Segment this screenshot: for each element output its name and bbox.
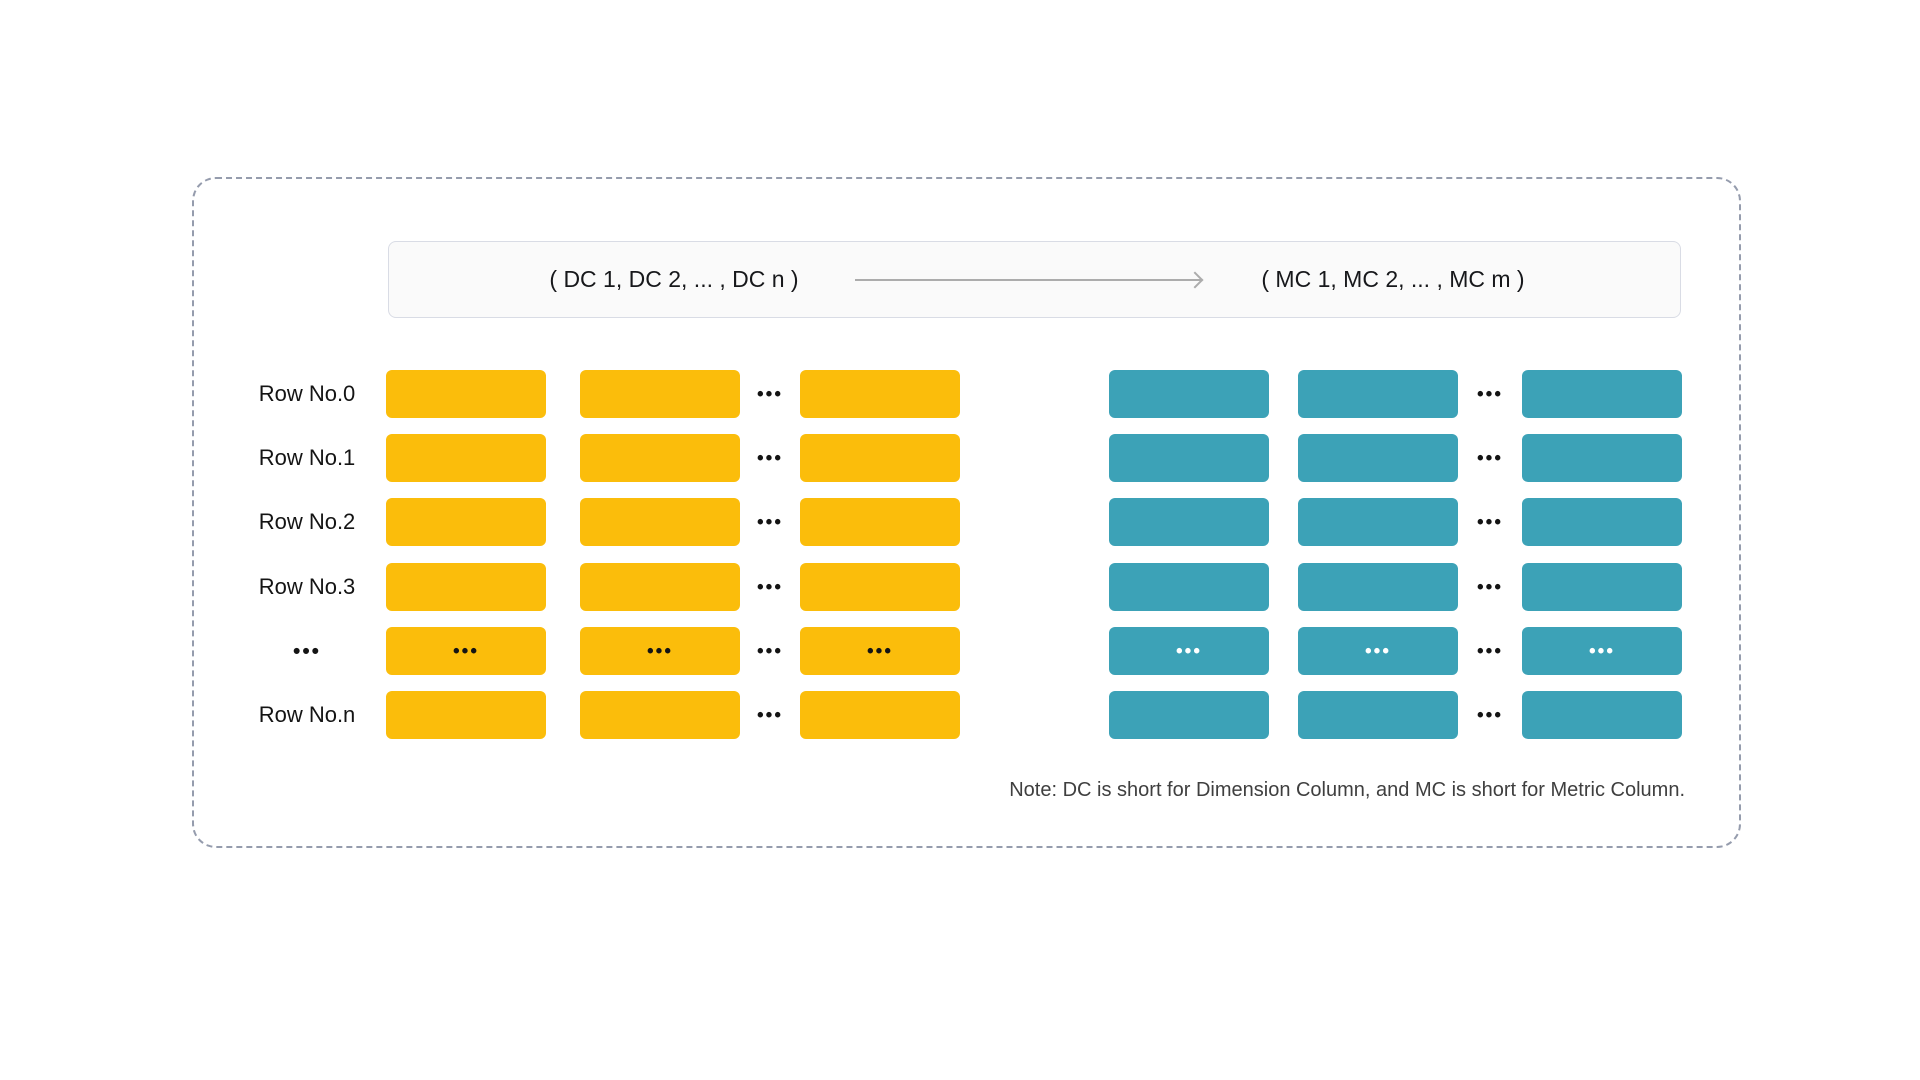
ellipsis-icon: ••• <box>1477 447 1503 469</box>
cell-ellipsis-icon: ••• <box>867 640 893 662</box>
dimension-cell <box>580 498 740 546</box>
cell-ellipsis-icon: ••• <box>1365 640 1391 662</box>
dc-to-mc-arrow-icon <box>855 279 1201 281</box>
note-text: Note: DC is short for Dimension Column, … <box>1009 779 1685 801</box>
ellipsis-icon: ••• <box>1477 383 1503 405</box>
metric-cell <box>1109 498 1269 546</box>
table-row: Row No.n ••• ••• <box>194 691 1739 739</box>
dimension-cell <box>386 498 546 546</box>
row-label: Row No.2 <box>258 509 356 534</box>
column-ellipsis: ••• <box>1469 627 1511 675</box>
dimension-cell <box>800 563 960 611</box>
table-row: ••• ••• ••• ••• ••• ••• ••• ••• ••• <box>194 627 1739 675</box>
metric-cell <box>1522 434 1682 482</box>
metric-cell <box>1522 370 1682 418</box>
cell-ellipsis-icon: ••• <box>1176 640 1202 662</box>
column-ellipsis: ••• <box>749 370 791 418</box>
metric-cell <box>1109 434 1269 482</box>
ellipsis-icon: ••• <box>1477 511 1503 533</box>
dimension-cell <box>800 498 960 546</box>
table-row: Row No.1 ••• ••• <box>194 434 1739 482</box>
dimension-cell <box>800 434 960 482</box>
cell-ellipsis-icon: ••• <box>1589 640 1615 662</box>
row-label: Row No.1 <box>258 445 356 470</box>
column-ellipsis: ••• <box>749 691 791 739</box>
metric-cell <box>1298 370 1458 418</box>
column-ellipsis: ••• <box>749 434 791 482</box>
metric-cell <box>1298 434 1458 482</box>
dimension-cell <box>800 370 960 418</box>
column-ellipsis: ••• <box>1469 434 1511 482</box>
metric-columns-label: ( MC 1, MC 2, ... , MC m ) <box>1261 266 1525 292</box>
row-label: Row No.0 <box>258 381 356 406</box>
column-ellipsis: ••• <box>1469 370 1511 418</box>
metric-cell <box>1522 691 1682 739</box>
ellipsis-icon: ••• <box>757 383 783 405</box>
metric-cell <box>1522 498 1682 546</box>
column-ellipsis: ••• <box>749 498 791 546</box>
row-ellipsis: ••• <box>292 639 322 663</box>
table-row: Row No.3 ••• ••• <box>194 563 1739 611</box>
metric-cell: ••• <box>1522 627 1682 675</box>
ellipsis-icon: ••• <box>757 511 783 533</box>
dimension-cell <box>386 563 546 611</box>
metric-cell <box>1109 691 1269 739</box>
dimension-cell <box>386 691 546 739</box>
ellipsis-icon: ••• <box>1477 704 1503 726</box>
metric-cell <box>1298 691 1458 739</box>
column-ellipsis: ••• <box>749 627 791 675</box>
ellipsis-icon: ••• <box>1477 576 1503 598</box>
dimension-cell <box>580 434 740 482</box>
row-label: Row No.3 <box>258 574 356 599</box>
cell-ellipsis-icon: ••• <box>453 640 479 662</box>
metric-cell: ••• <box>1298 627 1458 675</box>
row-label: ••• <box>222 627 392 675</box>
metric-cell <box>1298 563 1458 611</box>
table-structure-panel: ( DC 1, DC 2, ... , DC n ) ( MC 1, MC 2,… <box>192 177 1741 848</box>
dimension-cell: ••• <box>580 627 740 675</box>
table-row: Row No.2 ••• ••• <box>194 498 1739 546</box>
metric-cell <box>1522 563 1682 611</box>
dimension-cell <box>580 691 740 739</box>
dimension-cell <box>800 691 960 739</box>
dimension-cell <box>580 563 740 611</box>
cell-ellipsis-icon: ••• <box>647 640 673 662</box>
column-ellipsis: ••• <box>749 563 791 611</box>
ellipsis-icon: ••• <box>757 640 783 662</box>
dimension-cell <box>386 370 546 418</box>
dimension-cell <box>386 434 546 482</box>
column-ellipsis: ••• <box>1469 563 1511 611</box>
metric-cell <box>1109 370 1269 418</box>
metric-cell <box>1109 563 1269 611</box>
dimension-cell: ••• <box>386 627 546 675</box>
ellipsis-icon: ••• <box>757 447 783 469</box>
row-label: Row No.n <box>258 702 356 727</box>
ellipsis-icon: ••• <box>757 576 783 598</box>
table-row: Row No.0 ••• ••• <box>194 370 1739 418</box>
columns-header: ( DC 1, DC 2, ... , DC n ) ( MC 1, MC 2,… <box>388 241 1681 318</box>
dimension-columns-label: ( DC 1, DC 2, ... , DC n ) <box>549 266 799 292</box>
ellipsis-icon: ••• <box>757 704 783 726</box>
ellipsis-icon: ••• <box>1477 640 1503 662</box>
dimension-cell: ••• <box>800 627 960 675</box>
metric-cell <box>1298 498 1458 546</box>
column-ellipsis: ••• <box>1469 498 1511 546</box>
column-ellipsis: ••• <box>1469 691 1511 739</box>
dimension-cell <box>580 370 740 418</box>
metric-cell: ••• <box>1109 627 1269 675</box>
